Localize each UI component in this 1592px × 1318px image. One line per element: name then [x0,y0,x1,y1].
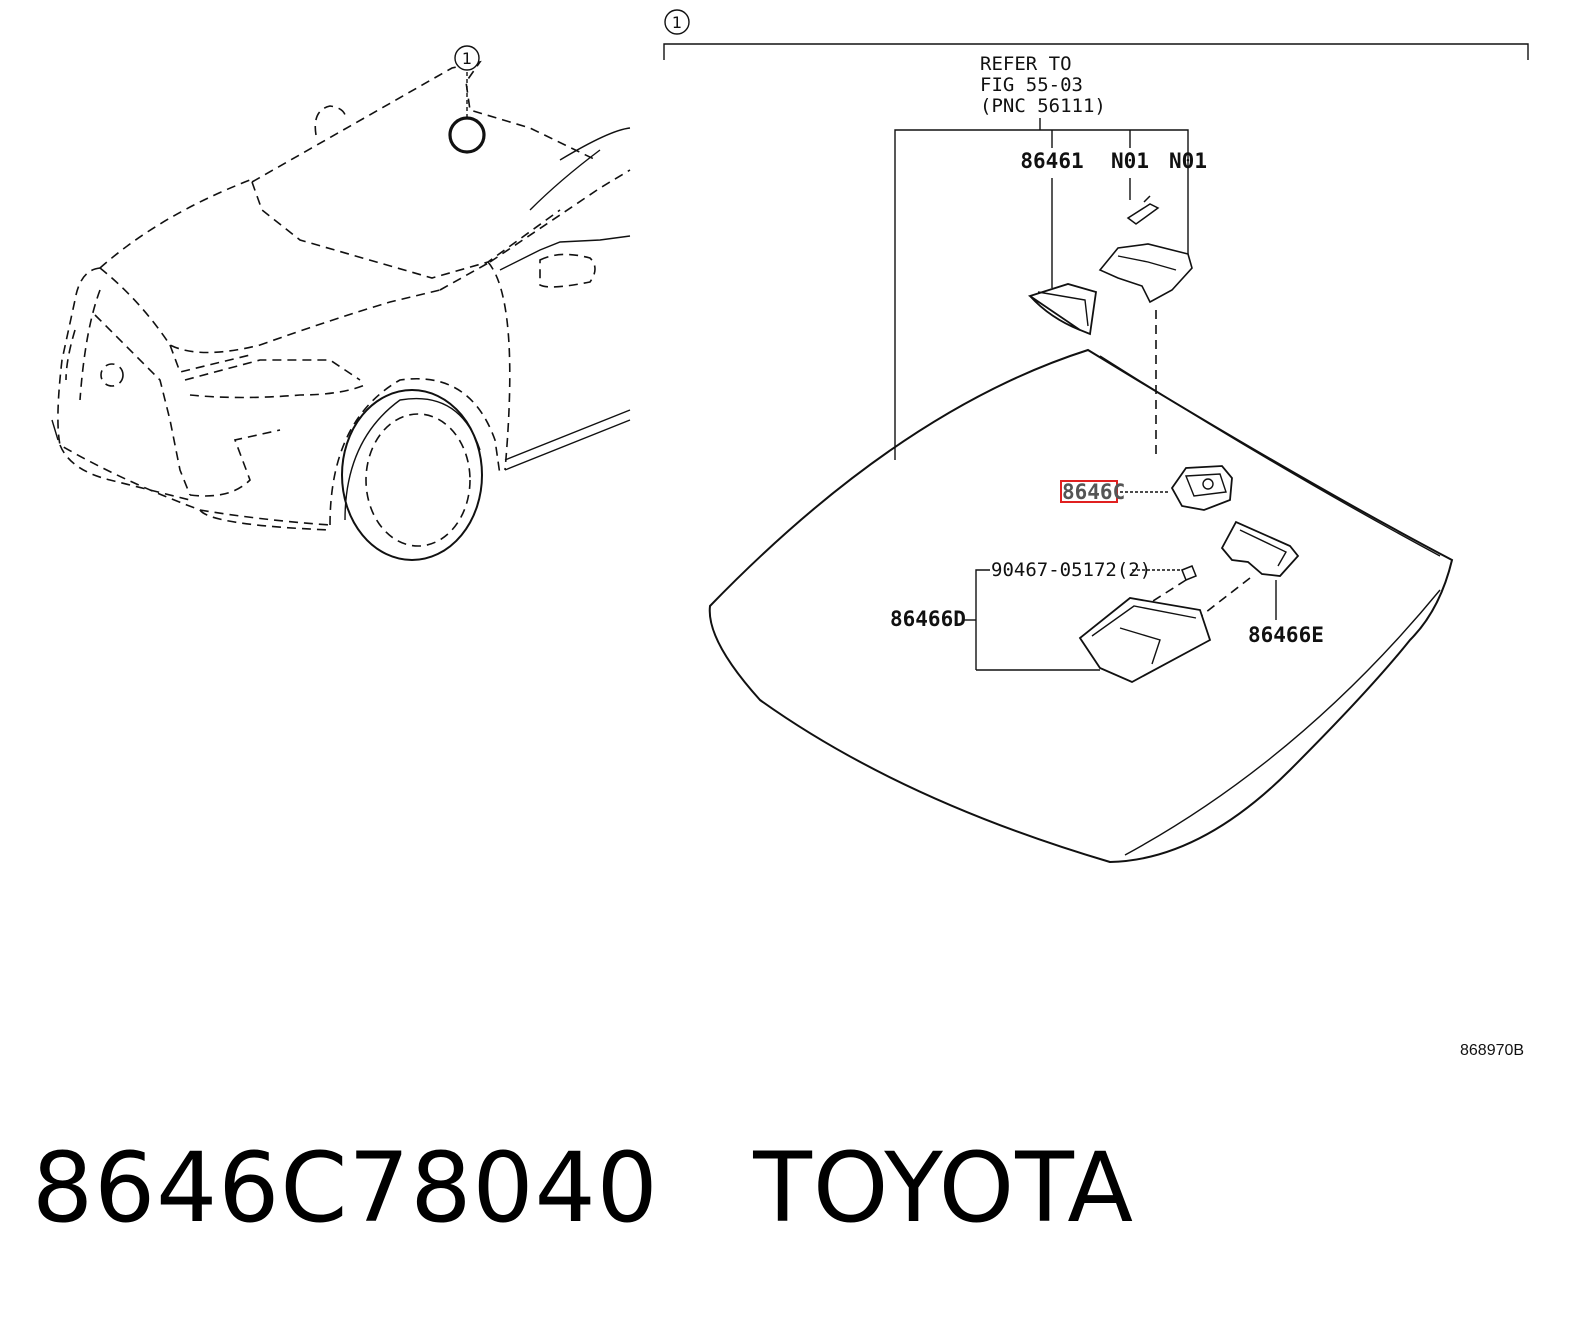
car-illustration: 1 [51,45,631,561]
callout-number-left: 1 [462,49,472,68]
label-n01-a: N01 [1111,149,1149,173]
label-8646c: 8646C [1062,480,1125,504]
part-n01-clip [1126,195,1160,225]
callout-circle-left [454,45,480,71]
refer-line-2: FIG 55-03 [980,74,1083,96]
part-86466d-cover [1078,597,1212,684]
part-86461-cover [1027,283,1098,336]
part-86466e-bracket [1220,520,1300,577]
label-86466d: 86466D [890,607,966,631]
part-caption: 8646C78040 TOYOTA [32,1132,1134,1244]
sensor-location-marker [448,116,486,154]
part-bolt [1181,565,1197,581]
label-86461: 86461 [1020,149,1083,173]
diagram-code: 868970B [1460,1042,1524,1059]
exploded-view: 1 REFER TO FIG 55-03 (PNC 56111) 86461 N… [663,9,1529,864]
part-8646c-camera [1170,465,1233,511]
caption-brand: TOYOTA [753,1132,1135,1244]
refer-line-1: REFER TO [980,53,1072,75]
caption-part-number: 8646C78040 [32,1132,659,1244]
label-86466e: 86466E [1248,623,1324,647]
callout-number-right: 1 [672,13,682,32]
refer-line-3: (PNC 56111) [980,95,1106,117]
label-n01-b: N01 [1169,149,1207,173]
label-8646c-highlight [1060,480,1118,503]
windshield-glass [708,348,1454,864]
label-bolt: 90467-05172(2) [991,559,1151,581]
part-n01-bracket [1098,243,1193,304]
callout-circle-right [664,9,690,35]
